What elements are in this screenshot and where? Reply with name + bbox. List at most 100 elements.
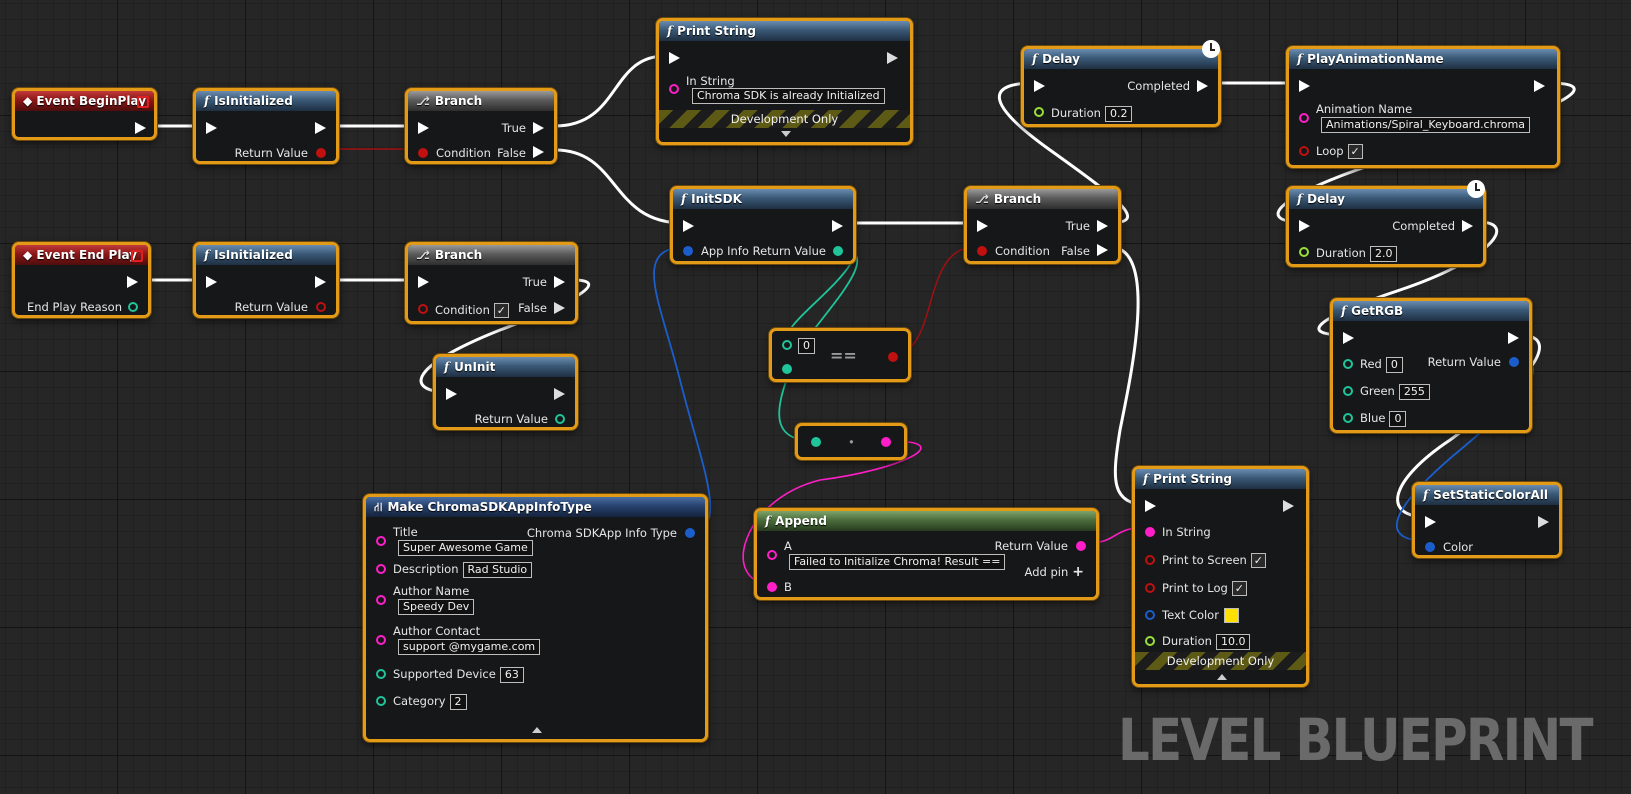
exec-out-pin[interactable] — [127, 276, 138, 288]
exec-out-pin[interactable] — [1538, 516, 1549, 528]
exec-out-pin[interactable] — [135, 122, 146, 134]
red-pin[interactable] — [1343, 359, 1353, 369]
description-pin[interactable] — [376, 564, 386, 574]
duration-pin[interactable] — [1034, 107, 1044, 117]
duration-field[interactable]: 2.0 — [1369, 246, 1398, 262]
green-field[interactable]: 255 — [1398, 384, 1430, 400]
event-beginplay-node[interactable]: ◆ Event BeginPlay — [12, 88, 157, 140]
convert-out-pin[interactable] — [881, 437, 891, 447]
add-pin-row[interactable]: Add pin+ — [1025, 564, 1084, 580]
return-value-pin[interactable] — [1509, 357, 1519, 367]
author-name-pin[interactable] — [376, 595, 386, 605]
exec-in-pin[interactable] — [1343, 332, 1354, 344]
duration-field[interactable]: 0.2 — [1104, 106, 1133, 122]
branch-node-1[interactable]: ⎇Branch True Condition False — [405, 88, 557, 164]
result-pin[interactable] — [888, 352, 898, 362]
exec-out-pin[interactable] — [1283, 500, 1294, 512]
in-string-field[interactable]: Chroma SDK is already Initialized — [692, 88, 885, 104]
exec-out-pin[interactable] — [554, 388, 565, 400]
b-pin[interactable] — [767, 582, 777, 592]
exec-in-pin[interactable] — [446, 388, 457, 400]
author-contact-pin[interactable] — [376, 635, 386, 645]
exec-in-pin[interactable] — [1145, 500, 1156, 512]
exec-in-pin[interactable] — [683, 220, 694, 232]
text-color-pin[interactable] — [1145, 610, 1155, 620]
add-pin-plus-icon[interactable]: + — [1072, 564, 1084, 580]
exec-out-pin[interactable] — [315, 276, 326, 288]
int-to-string-node[interactable]: • — [795, 423, 907, 460]
duration-field[interactable]: 10.0 — [1215, 634, 1251, 650]
false-exec-pin[interactable] — [1097, 244, 1108, 256]
loop-pin[interactable] — [1299, 146, 1309, 156]
title-pin[interactable] — [376, 536, 386, 546]
supported-device-field[interactable]: 63 — [499, 667, 524, 683]
a-pin[interactable] — [767, 550, 777, 560]
event-endplay-node[interactable]: ◆ Event End Play End Play Reason — [12, 242, 151, 318]
exec-in-pin[interactable] — [1034, 80, 1045, 92]
false-exec-pin[interactable] — [533, 146, 544, 158]
loop-checkbox[interactable]: ✓ — [1347, 144, 1363, 159]
collapse-arrow-icon[interactable] — [781, 131, 791, 137]
return-value-pin[interactable] — [1076, 541, 1086, 551]
print-to-screen-pin[interactable] — [1145, 555, 1155, 565]
author-contact-field[interactable]: support @mygame.com — [398, 639, 541, 655]
exec-in-pin[interactable] — [206, 276, 217, 288]
duration-pin[interactable] — [1145, 636, 1155, 646]
exec-in-pin[interactable] — [418, 276, 429, 288]
equals-node[interactable]: 0 == — [769, 328, 911, 382]
add-pin-label[interactable]: Add pin — [1024, 565, 1069, 579]
end-play-reason-pin[interactable] — [128, 302, 138, 312]
branch-node-2[interactable]: ⎇Branch True Condition✓ False — [405, 242, 578, 324]
true-exec-pin[interactable] — [533, 122, 544, 134]
exec-out-pin[interactable] — [832, 220, 843, 232]
return-value-pin[interactable] — [833, 246, 843, 256]
in-string-pin[interactable] — [669, 84, 679, 94]
completed-exec-pin[interactable] — [1197, 80, 1208, 92]
blue-pin[interactable] — [1343, 413, 1353, 423]
convert-in-pin[interactable] — [811, 437, 821, 447]
color-pin[interactable] — [1425, 542, 1435, 552]
exec-in-pin[interactable] — [418, 122, 429, 134]
return-value-pin[interactable] — [316, 148, 326, 158]
b-pin[interactable] — [782, 364, 792, 374]
true-exec-pin[interactable] — [1097, 220, 1108, 232]
exec-in-pin[interactable] — [977, 220, 988, 232]
a-value-field[interactable]: 0 — [798, 338, 815, 354]
collapse-arrow-icon[interactable] — [1217, 674, 1227, 680]
false-exec-pin[interactable] — [554, 302, 565, 314]
true-exec-pin[interactable] — [554, 276, 565, 288]
app-info-pin[interactable] — [683, 246, 693, 256]
category-pin[interactable] — [376, 696, 386, 706]
duration-pin[interactable] — [1299, 247, 1309, 257]
animation-name-pin[interactable] — [1299, 113, 1309, 123]
supported-device-pin[interactable] — [376, 669, 386, 679]
author-name-field[interactable]: Speedy Dev — [398, 599, 475, 615]
blue-field[interactable]: 0 — [1389, 411, 1407, 427]
collapse-arrow-icon[interactable] — [532, 727, 542, 733]
make-appinfo-node[interactable]: ⛙Make ChromaSDKAppInfoType Chroma SDKApp… — [363, 494, 708, 742]
exec-in-pin[interactable] — [1299, 220, 1310, 232]
print-to-log-checkbox[interactable]: ✓ — [1231, 581, 1247, 596]
exec-out-pin[interactable] — [1508, 332, 1519, 344]
animation-name-field[interactable]: Animations/Spiral_Keyboard.chroma — [1321, 117, 1531, 133]
condition-pin[interactable] — [977, 246, 987, 256]
print-to-screen-checkbox[interactable]: ✓ — [1250, 553, 1266, 568]
